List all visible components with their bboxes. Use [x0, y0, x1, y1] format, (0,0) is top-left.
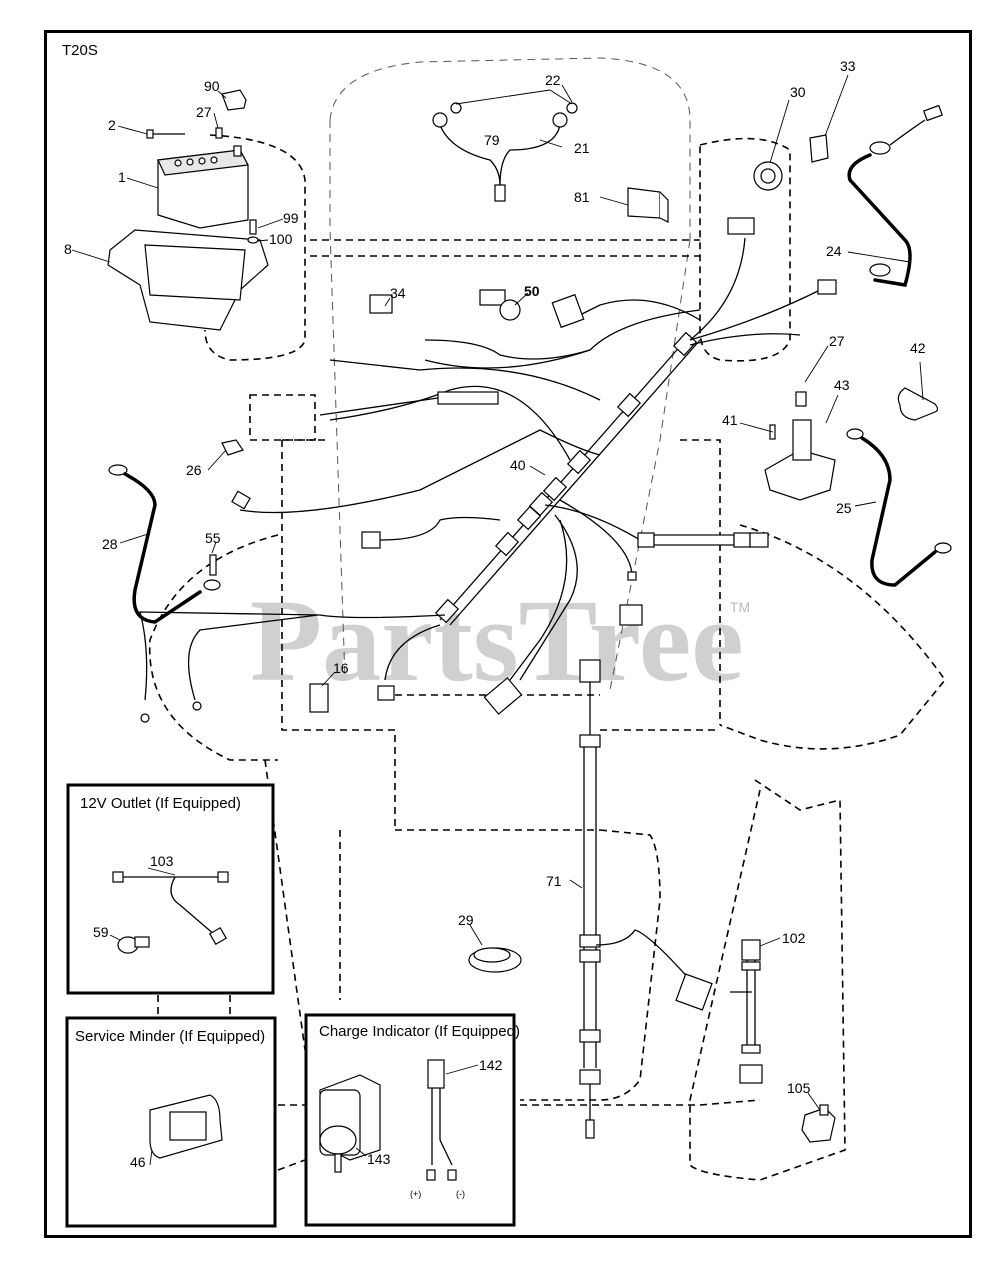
- headlight-harness: [432, 89, 578, 202]
- callout-102: 102: [782, 930, 806, 946]
- callout-100: 100: [269, 231, 293, 247]
- inset-12v-outlet-title: 12V Outlet (If Equipped): [80, 795, 241, 812]
- inset-charge-indicator-title: Charge Indicator (If Equipped): [319, 1023, 520, 1040]
- callout-24: 24: [826, 243, 842, 259]
- plus-terminal-label: (+): [410, 1189, 421, 1199]
- callout-55: 55: [205, 530, 221, 546]
- callout-22: 22: [545, 72, 561, 88]
- starter-solenoid: [764, 391, 836, 501]
- model-code: T20S: [62, 42, 98, 59]
- ignition-switch: [753, 161, 783, 191]
- callout-46: 46: [130, 1154, 146, 1170]
- callout-142: 142: [479, 1057, 503, 1073]
- inset-12v-outlet: 12V Outlet (If Equipped): [66, 783, 275, 995]
- callout-29: 29: [458, 912, 474, 928]
- switch-105: [801, 1104, 836, 1143]
- fuse: [221, 439, 244, 456]
- callout-1: 1: [118, 169, 126, 185]
- callout-50: 50: [524, 283, 540, 299]
- tractor-outline: [148, 57, 947, 1181]
- battery: [157, 145, 249, 229]
- callout-71: 71: [546, 873, 562, 889]
- inset-charge-indicator: Charge Indicator (If Equipped) (+) (-): [304, 1013, 520, 1227]
- callout-143: 143: [367, 1151, 391, 1167]
- battery-bolt: [146, 89, 259, 244]
- main-harness: [139, 217, 837, 723]
- callout-103: 103: [150, 853, 174, 869]
- callout-43: 43: [834, 377, 850, 393]
- diagram-frame: [44, 30, 972, 1238]
- callout-25: 25: [836, 500, 852, 516]
- terminal-boot: [897, 387, 939, 421]
- callout-21: 21: [574, 140, 590, 156]
- callout-27-solenoid: 27: [829, 333, 845, 349]
- callout-16: 16: [333, 660, 349, 676]
- inset-service-minder: Service Minder (If Equipped): [65, 1016, 277, 1228]
- callout-59: 59: [93, 924, 109, 940]
- battery-cable-28: [108, 464, 221, 624]
- battery-tray: [107, 229, 269, 331]
- callout-41: 41: [722, 412, 738, 428]
- ground-bolt: [209, 554, 217, 576]
- callout-30: 30: [790, 84, 806, 100]
- callout-81: 81: [574, 189, 590, 205]
- callouts: 1 2 8 16 21 22 24 25 26 27 27 28 29 30 3…: [64, 58, 926, 1170]
- watermark-tm: TM: [730, 599, 750, 615]
- ignition-key: [809, 134, 829, 163]
- leader-lines: [71, 74, 924, 1166]
- callout-28: 28: [102, 536, 118, 552]
- harness-102: [730, 939, 763, 1084]
- callout-40: 40: [510, 457, 526, 473]
- callout-8: 8: [64, 241, 72, 257]
- harness-71: [579, 659, 713, 1139]
- callout-42: 42: [910, 340, 926, 356]
- callout-33: 33: [840, 58, 856, 74]
- callout-105: 105: [787, 1080, 811, 1096]
- callout-26: 26: [186, 462, 202, 478]
- callout-90: 90: [204, 78, 220, 94]
- inset-service-minder-title: Service Minder (If Equipped): [75, 1028, 265, 1045]
- battery-cable-24: [847, 104, 943, 287]
- relay: [627, 187, 669, 223]
- minus-terminal-label: (-): [456, 1189, 465, 1199]
- callout-2: 2: [108, 117, 116, 133]
- grommet: [468, 947, 522, 973]
- callout-34: 34: [390, 285, 406, 301]
- battery-cable-25: [846, 428, 952, 587]
- watermark: PartsTree: [250, 575, 744, 706]
- callout-27-battery: 27: [196, 104, 212, 120]
- callout-79: 79: [484, 132, 500, 148]
- callout-99: 99: [283, 210, 299, 226]
